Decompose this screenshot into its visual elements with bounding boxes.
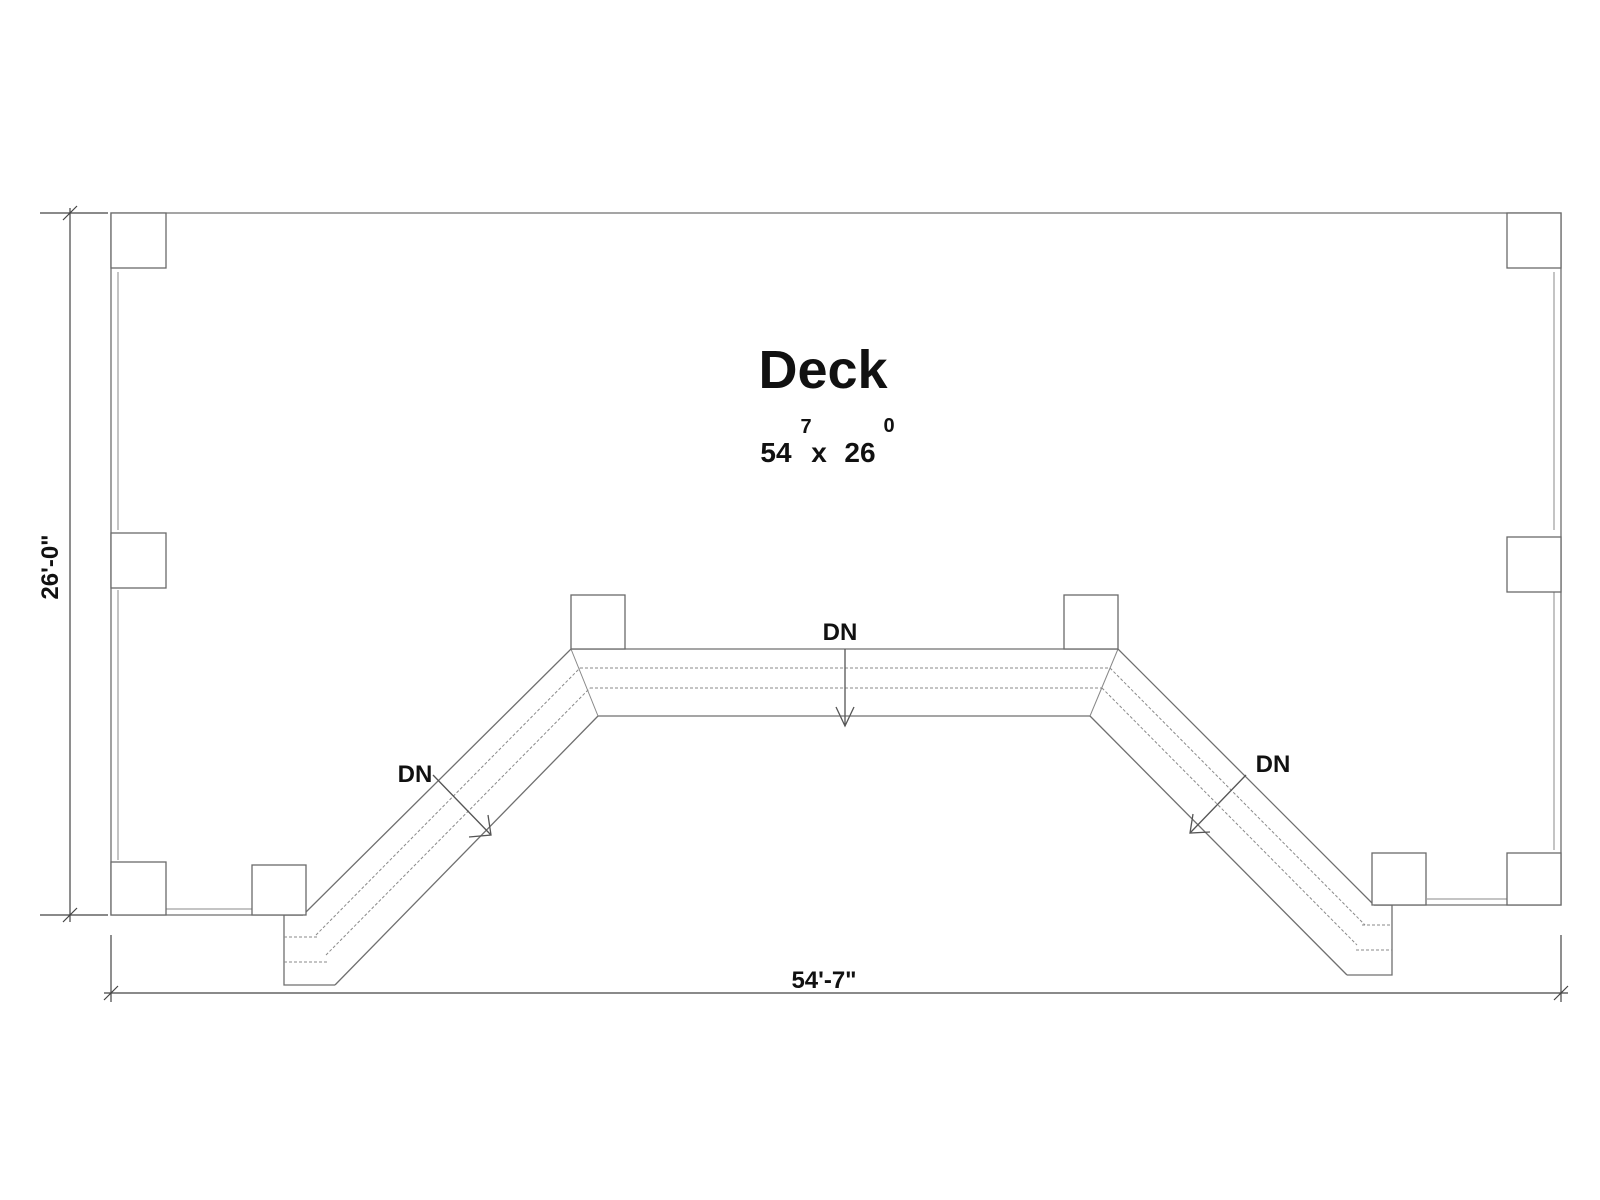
room-depth: 26 [844, 437, 875, 468]
stair-label-center: DN [823, 619, 858, 646]
dimension-depth: 26'-0" [37, 534, 64, 599]
stair-label-left: DN [398, 761, 433, 788]
room-width-inches: 7 [800, 416, 811, 438]
dimension-lines [40, 205, 1569, 1002]
post [1063, 594, 1119, 650]
room-name: Deck [758, 340, 888, 400]
post [570, 594, 626, 650]
stair-treads [283, 648, 1393, 986]
post [110, 532, 167, 589]
deck-posts [110, 212, 1562, 916]
stair-arrows [432, 649, 1247, 838]
stair-label-right: DN [1256, 751, 1291, 778]
post [110, 861, 167, 916]
post [1506, 852, 1562, 906]
room-size-separator: x [811, 437, 827, 468]
dimension-width: 54'-7" [791, 967, 856, 994]
room-width: 54 [760, 437, 792, 468]
post [1506, 536, 1562, 593]
room-depth-inches: 0 [883, 415, 894, 437]
post [1506, 212, 1562, 269]
post [110, 212, 167, 269]
post [251, 864, 307, 916]
room-size: 54 7 x 26 0 [760, 415, 894, 468]
deck-outline [110, 212, 1562, 916]
post [1371, 852, 1427, 906]
